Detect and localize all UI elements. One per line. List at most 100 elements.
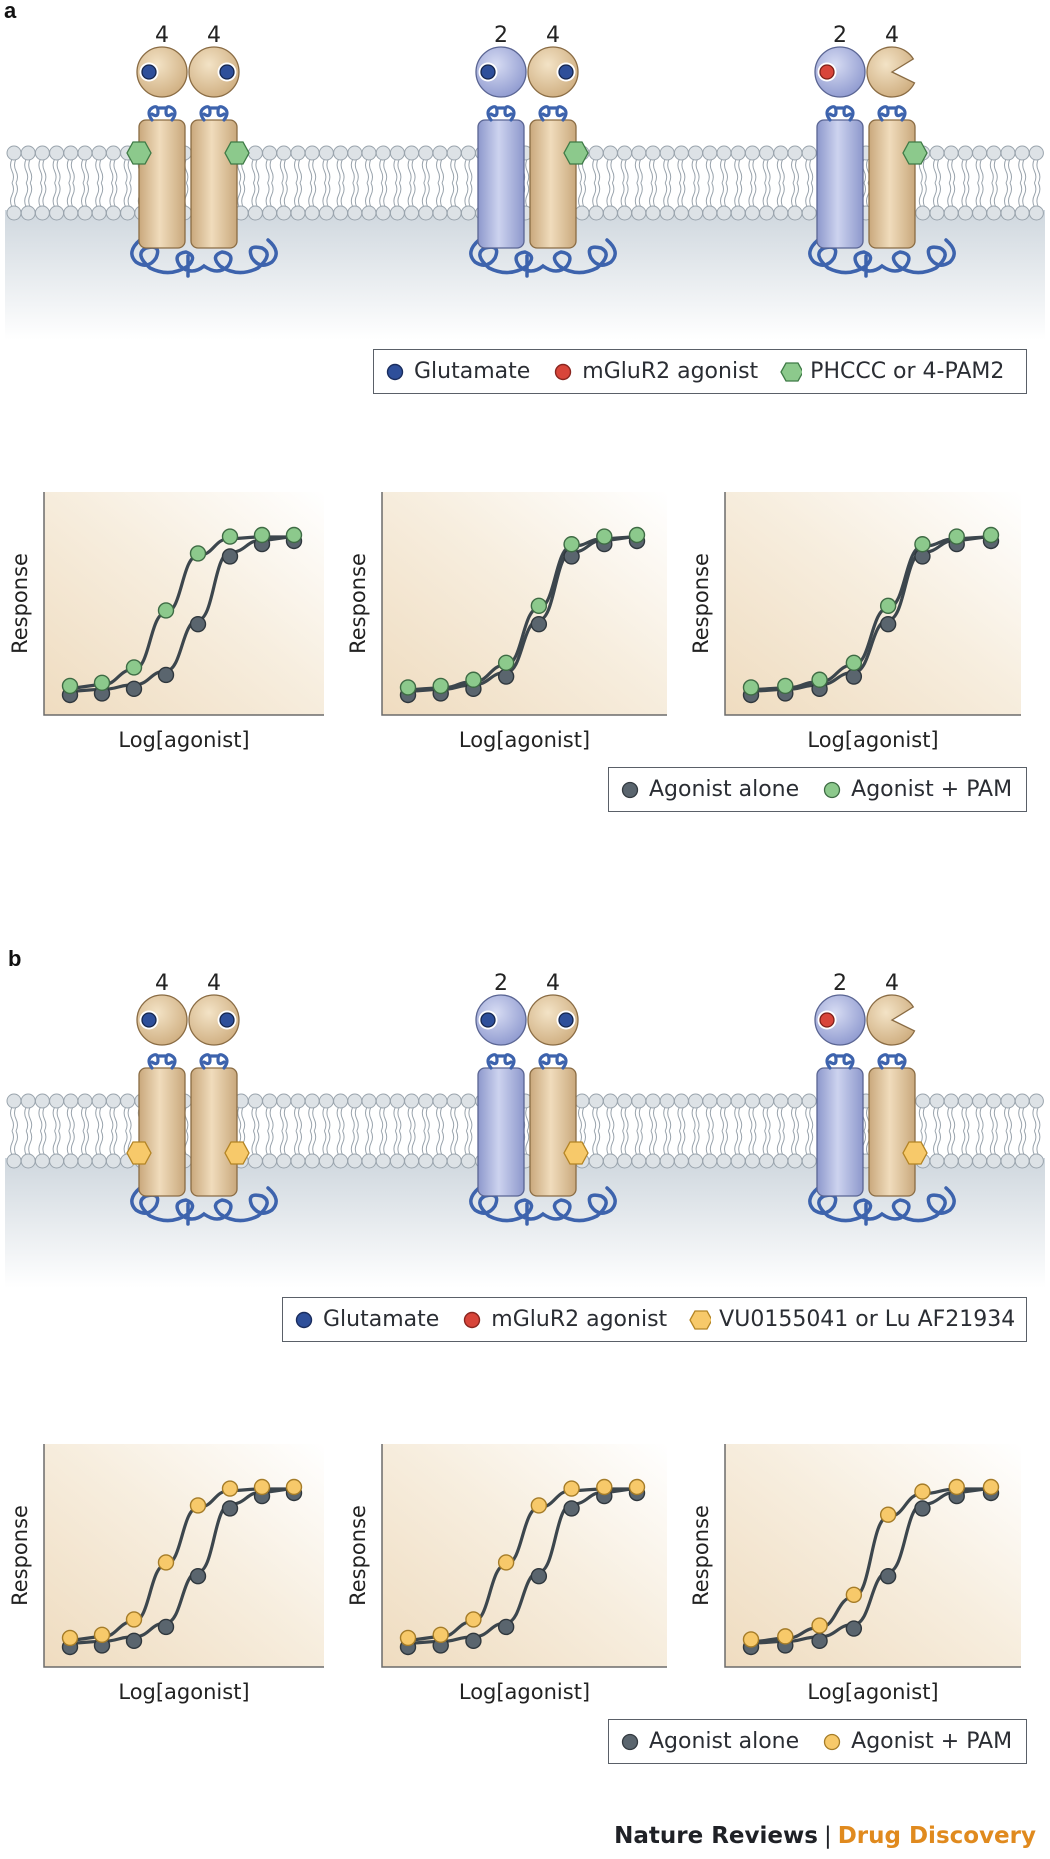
y-axis-label: Response	[8, 1505, 32, 1606]
data-point-agonist-alone	[497, 668, 515, 685]
data-point-agonist-pam	[93, 674, 111, 692]
transmembrane-domain-left	[138, 119, 186, 249]
pam-hexagon-icon	[224, 1141, 250, 1165]
data-point-agonist-pam	[879, 1506, 897, 1523]
transmembrane-domain-right	[529, 1067, 577, 1197]
data-point-agonist-pam	[530, 1497, 548, 1514]
data-point-agonist-pam	[253, 1478, 271, 1496]
journal-credit: Nature Reviews|Drug Discovery	[614, 1823, 1036, 1849]
axes	[43, 492, 324, 716]
transmembrane-domain-left	[816, 119, 864, 249]
data-point-agonist-pam	[563, 536, 580, 553]
x-axis-label: Log[agonist]	[459, 1680, 590, 1704]
data-point-agonist-pam	[465, 671, 482, 688]
data-point-agonist-alone	[497, 1618, 515, 1636]
legend-item-agonist-alone: Agonist alone	[619, 1729, 799, 1754]
pam-hexagon-icon	[689, 1309, 712, 1331]
linker-loops	[147, 1053, 177, 1070]
data-point-agonist-alone	[914, 1500, 931, 1517]
legend-item-agonist-pam: Agonist + PAM	[821, 1729, 1012, 1754]
data-point-agonist-pam	[914, 536, 931, 553]
agonist-dot-icon	[461, 1309, 483, 1331]
data-point-agonist-alone	[221, 548, 239, 565]
pam-hexagon-icon	[563, 1141, 589, 1165]
curve-legend-a: Agonist alone Agonist + PAM	[608, 767, 1027, 812]
vft-head-right	[527, 994, 579, 1046]
linker-loops	[486, 1053, 516, 1070]
data-point-agonist-pam	[125, 1611, 143, 1628]
data-point-agonist-pam	[189, 545, 207, 562]
x-axis-label: Log[agonist]	[807, 728, 938, 752]
y-axis-label: Response	[689, 553, 713, 654]
axes	[724, 492, 1021, 716]
legend-label: VU0155041 or Lu AF21934	[719, 1307, 1016, 1332]
data-point-agonist-pam	[811, 671, 828, 688]
pam-hexagon-icon	[563, 141, 589, 165]
plot-area	[725, 492, 1021, 715]
transmembrane-domain-left	[477, 119, 525, 249]
data-point-agonist-pam	[777, 677, 794, 695]
linker-loops	[486, 105, 516, 122]
transmembrane-domain-right	[868, 1067, 916, 1197]
glutamate-dot-icon	[384, 361, 406, 383]
pam-hexagon-icon	[902, 1141, 928, 1165]
plot-area	[44, 492, 324, 715]
legend-item-pam: PHCCC or 4-PAM2	[780, 359, 1004, 384]
legend-label: mGluR2 agonist	[582, 359, 759, 384]
y-axis-label: Response	[689, 1505, 713, 1606]
vft-head-left	[814, 994, 866, 1046]
legend-label: PHCCC or 4-PAM2	[810, 359, 1005, 384]
transmembrane-domain-left	[138, 1067, 186, 1197]
journal-subtitle: Drug Discovery	[837, 1823, 1036, 1849]
data-point-agonist-alone	[845, 1620, 863, 1637]
data-point-agonist-pam	[563, 1480, 580, 1497]
axes	[381, 492, 667, 716]
glutamate-dot-icon	[558, 64, 574, 80]
data-point-agonist-pam	[811, 1617, 828, 1634]
pam-hexagon-icon	[780, 361, 803, 383]
data-point-agonist-alone	[530, 615, 548, 633]
data-point-agonist-pam	[497, 654, 515, 672]
glutamate-dot-icon	[141, 64, 157, 80]
vft-head-left	[136, 46, 188, 98]
subunit-label: 4	[546, 23, 560, 48]
vft-head-left	[475, 994, 527, 1046]
data-point-agonist-pam	[221, 1480, 239, 1497]
panel-letter-a: a	[4, 0, 17, 23]
data-point-agonist-pam	[285, 1478, 303, 1496]
subunit-label: 4	[207, 23, 221, 48]
data-point-agonist-alone	[811, 1632, 828, 1650]
transmembrane-domain-right	[190, 119, 238, 249]
linker-loops	[825, 105, 855, 122]
subunit-label: 2	[494, 23, 508, 48]
legend-label: Agonist + PAM	[851, 1729, 1013, 1754]
data-point-agonist-pam	[93, 1626, 111, 1644]
data-point-agonist-pam	[432, 677, 449, 695]
data-point-agonist-pam	[465, 1611, 482, 1628]
data-point-agonist-alone	[879, 1567, 897, 1585]
x-axis-label: Log[agonist]	[807, 1680, 938, 1704]
y-axis-label: Response	[8, 553, 32, 654]
panel-letter-b: b	[8, 946, 22, 971]
data-point-agonist-alone	[189, 1567, 207, 1585]
plot-area	[382, 492, 667, 715]
subunit-label: 4	[207, 971, 221, 996]
data-point-agonist-alone	[157, 1618, 175, 1636]
transmembrane-domain-right	[868, 119, 916, 249]
data-point-agonist-alone	[125, 1632, 143, 1650]
journal-separator: |	[823, 1823, 832, 1849]
data-point-agonist-pam	[914, 1483, 931, 1500]
agonist-alone-dot-icon	[619, 779, 641, 801]
legend-item-mglur2-agonist: mGluR2 agonist	[461, 1307, 667, 1332]
plot-area	[725, 1444, 1021, 1667]
curve-legend-b: Agonist alone Agonist + PAM	[608, 1719, 1027, 1764]
subunit-label: 2	[833, 971, 847, 996]
x-axis-label: Log[agonist]	[118, 728, 249, 752]
vft-head-right-open	[866, 994, 916, 1046]
data-point-agonist-pam	[399, 1629, 417, 1647]
